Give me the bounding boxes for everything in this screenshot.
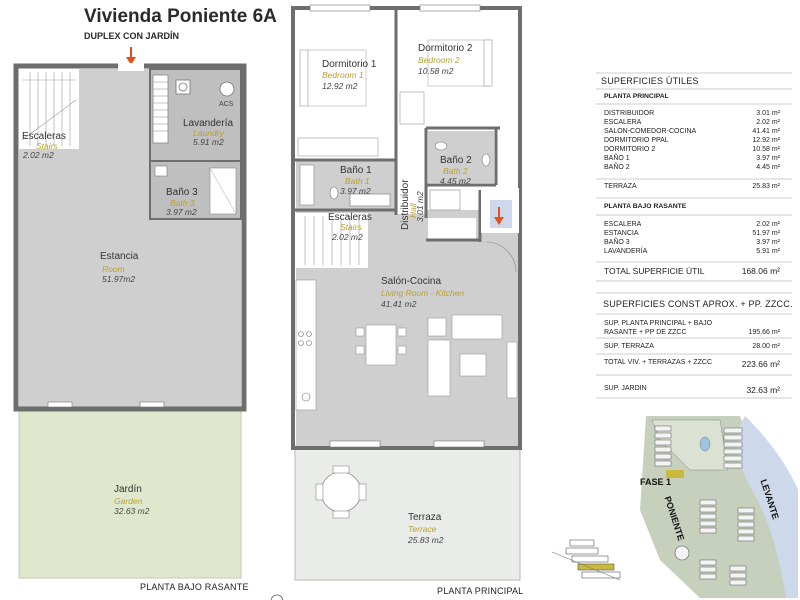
terrace-area-label: 25.83 m2 [408, 535, 444, 545]
bath1-en: Bath 1 [345, 176, 370, 186]
lower-floor-plan [13, 63, 247, 579]
bath1-area: 3.97 m2 [340, 186, 371, 196]
bedroom2-area: 10.58 m2 [418, 66, 454, 76]
main-stairs-name: Escaleras [328, 212, 372, 223]
bath1-name: Baño 1 [340, 165, 372, 176]
main-stairs-en: Stairs [340, 222, 362, 232]
garden-en: Garden [114, 496, 143, 506]
page-subtitle: DUPLEX CON JARDÍN [84, 31, 180, 41]
site-map [640, 416, 798, 598]
main-floor-plan [291, 4, 522, 581]
garden-area [18, 405, 242, 579]
bath2-area: 4.45 m2 [440, 176, 471, 186]
surfaces-table-lines [596, 72, 792, 399]
entrance-arrow-lower [126, 47, 136, 65]
bedroom1-en: Bedroom 1 [322, 70, 364, 80]
bedroom1-area: 12.92 m2 [322, 81, 358, 91]
acs-label: ACS [219, 101, 234, 108]
main-stairs-area: 2.02 m2 [332, 232, 363, 242]
estancia-name: Estancia [100, 251, 139, 262]
garden-area-label: 32.63 m2 [114, 506, 150, 516]
bath2-name: Baño 2 [440, 155, 472, 166]
bath2-en: Bath 2 [443, 166, 468, 176]
bajo-section-title: PLANTA BAJO RASANTE [604, 203, 687, 210]
laundry-area: 5.91 m2 [193, 137, 224, 147]
terrace-name: Terraza [408, 512, 442, 523]
building-section-icon [551, 539, 621, 581]
compass-icon [270, 594, 284, 600]
bath3-area: 3.97 m2 [166, 207, 197, 217]
fase-label: FASE 1 [640, 477, 672, 487]
lower-plan-label: PLANTA BAJO RASANTE [140, 582, 249, 592]
estancia-area-label: 51.97m2 [102, 274, 136, 284]
principal-section-title: PLANTA PRINCIPAL [604, 93, 669, 100]
garden-name: Jardín [114, 484, 142, 495]
entrance-arrow-main [494, 207, 504, 225]
lower-stairs-area: 2.02 m2 [23, 150, 54, 160]
lower-stairs-name: Escaleras [22, 131, 66, 142]
page-title: Vivienda Poniente 6A [84, 6, 277, 27]
bedroom2-name: Dormitorio 2 [418, 43, 473, 54]
distribuidor-label: Distribuidor [356, 78, 411, 230]
bedroom1-name: Dormitorio 1 [322, 59, 377, 70]
bath3-en: Bath 3 [170, 198, 195, 208]
salon-name: Salón-Cocina [381, 276, 442, 287]
table-row: SUP. PLANTA PRINCIPAL + BAJO [604, 320, 713, 327]
salon-en: Living Room - Kitchen [381, 288, 465, 298]
laundry-en: Laundry [193, 128, 224, 138]
main-plan-label: PLANTA PRINCIPAL [437, 586, 524, 596]
surfaces-utiles-title: SUPERFICIES ÚTILES [601, 76, 699, 86]
lower-stairs-en: Stairs [36, 141, 58, 151]
laundry-name: Lavandería [183, 118, 234, 129]
distribuidor-area: 3.01 m2 [415, 191, 425, 222]
salon-area: 41.41 m2 [381, 299, 417, 309]
estancia-en: Room [102, 264, 125, 274]
terrace-en: Terrace [408, 524, 437, 534]
bedroom2-en: Bedroom 2 [418, 55, 460, 65]
bath3-name: Baño 3 [166, 187, 198, 198]
const-title: SUPERFICIES CONST APROX. + PP. ZZCC. [603, 299, 793, 309]
terrace-area [294, 445, 521, 581]
